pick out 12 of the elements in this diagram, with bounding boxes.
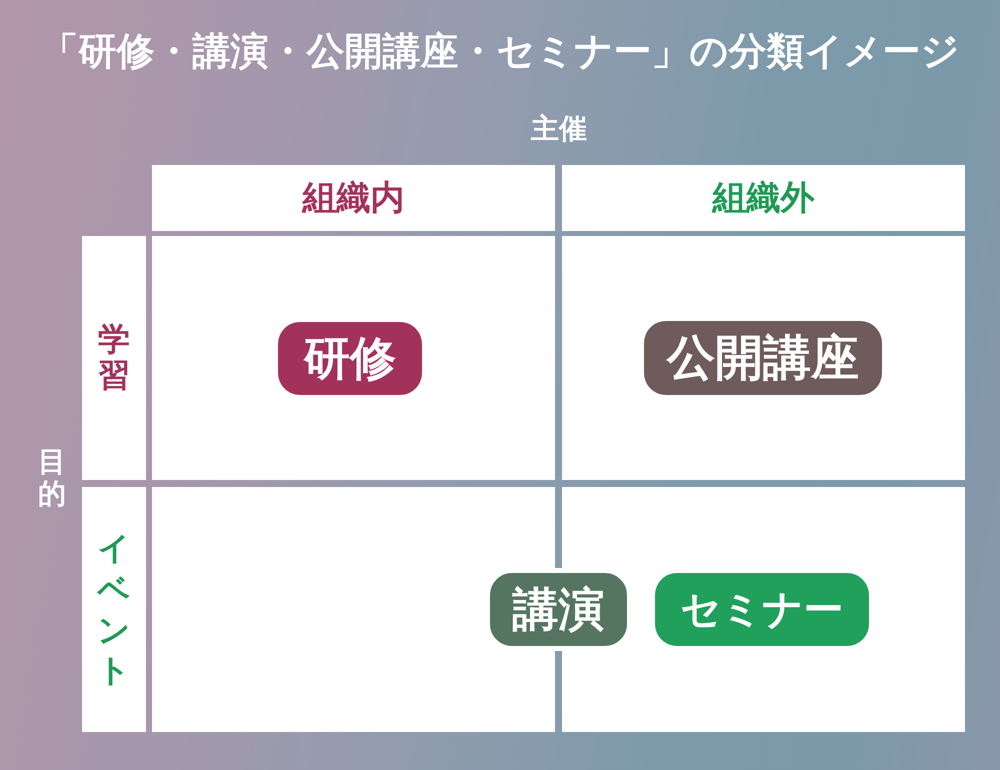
axis-label: 目的 [37, 446, 67, 510]
matrix-quadrant [562, 236, 965, 480]
column-header: 組織外 [562, 165, 965, 231]
matrix-quadrant [152, 236, 555, 480]
axis-label: 主催 [530, 111, 588, 147]
column-header: 組織内 [152, 165, 555, 231]
category-tag: 公開講座 [644, 321, 882, 395]
category-tag: セミナー [655, 573, 869, 646]
row-header: イベント [82, 487, 146, 732]
category-tag: 研修 [278, 322, 422, 395]
row-header: 学習 [82, 236, 146, 480]
title: 「研修・講演・公開講座・セミナー」の分類イメージ [40, 27, 960, 75]
